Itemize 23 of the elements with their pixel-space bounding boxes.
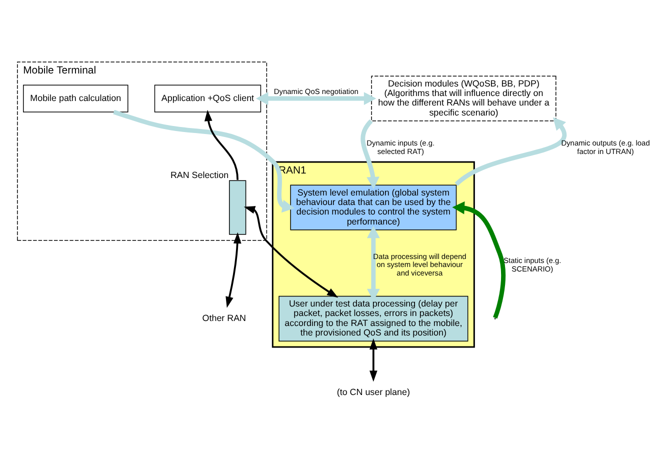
node-label: RAN Selection xyxy=(170,170,229,180)
node-box: User under test data processing (delay per packet, packet losses, errors in packets) according to the RAT assigned to the mobile, the provisioned QoS and its position) xyxy=(278,295,468,341)
arrow xyxy=(113,109,295,212)
node-box: Application +QoS client xyxy=(154,84,262,112)
node-text: (to CN user plane) xyxy=(336,386,410,396)
edge-label: Dynamic outputs (e.g. load factor in UTRAN) xyxy=(561,138,650,156)
node-box: System level emulation (global system behaviour data that can be used by the decision modules to control the system performance) xyxy=(290,184,457,230)
edge-label: Data processing will depend on system level behaviour and viceversa xyxy=(373,251,466,277)
node-bar xyxy=(229,180,246,234)
edge-label: Dynamic QoS negotiation xyxy=(274,86,358,96)
edge-label: Dynamic inputs (e.g. selected RAT) xyxy=(366,138,435,156)
arrow xyxy=(244,206,338,298)
arrow xyxy=(369,338,378,382)
arrow xyxy=(204,109,239,180)
edge-label: Static inputs (e.g. SCENARIO) xyxy=(504,256,562,273)
arrow xyxy=(454,116,566,186)
node-text: Other RAN xyxy=(202,312,246,323)
arrow xyxy=(360,118,380,189)
node-box: Decision modules (WQoSB, BB, PDP) (Algorithms that will influence directly on how the different RANs will behave under a specific scenario) xyxy=(371,75,556,121)
arrow xyxy=(452,200,506,318)
arrow xyxy=(226,232,242,308)
arrow xyxy=(256,92,376,104)
node-box: Mobile path calculation xyxy=(23,84,128,112)
